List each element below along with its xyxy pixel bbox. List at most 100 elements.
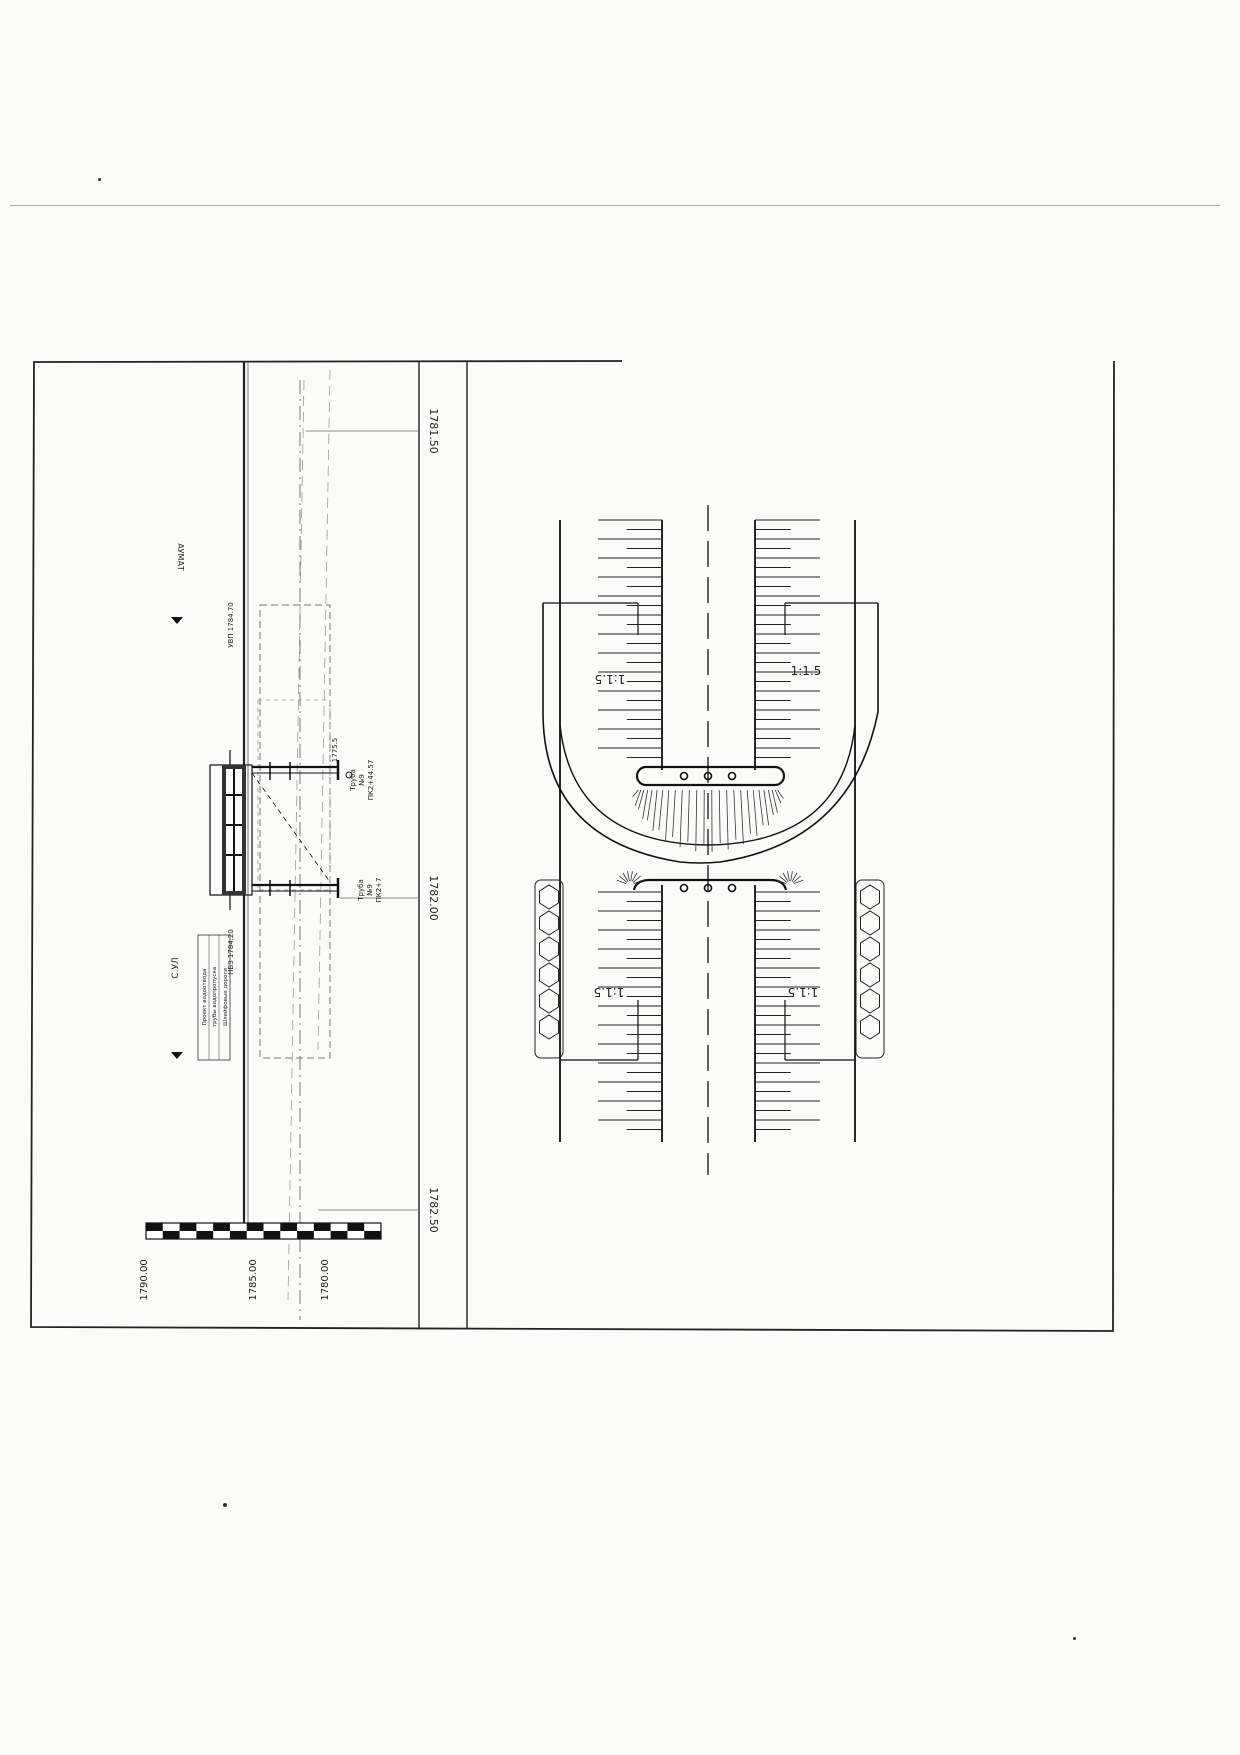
fan-line [687, 789, 690, 842]
riprap-hexagon [539, 936, 559, 962]
svg-text:Труба: Труба [357, 879, 365, 901]
fan-line [790, 871, 793, 882]
scan-speck [1073, 1637, 1076, 1640]
svg-text:трубы водопропуска: трубы водопропуска [212, 967, 218, 1027]
fan-line [733, 789, 737, 840]
scale-bar-cell [229, 1231, 247, 1239]
scan-divider-line [10, 205, 1220, 206]
fan-line [771, 789, 778, 813]
fan-line [792, 875, 801, 883]
riprap-hexagon [539, 962, 559, 988]
riprap-hexagon [860, 1014, 880, 1040]
fan-line [632, 789, 639, 797]
fan-line [633, 879, 644, 885]
fan-line [752, 789, 758, 836]
svg-text:ПК2+7: ПК2+7 [375, 877, 383, 902]
fan-line [763, 789, 770, 826]
scale-bar-cell [246, 1223, 264, 1231]
scale-bar-cell [213, 1223, 230, 1231]
culvert-structure [209, 750, 353, 910]
scale-label-1: 1790.00 [139, 1259, 150, 1300]
arrow-up-icon [171, 1052, 183, 1059]
scale-bar-cell [162, 1231, 180, 1239]
fan-line [622, 872, 629, 882]
scale-label-3: 1780.00 [320, 1259, 331, 1300]
slope-label-upper-right: 1:1.5 [791, 664, 822, 678]
scan-speck [98, 178, 101, 181]
fan-line [740, 789, 744, 845]
bank-mark-upper: УВП 1784.70 [227, 602, 235, 648]
arrow-up-icon [171, 617, 183, 624]
fan-line [630, 871, 633, 882]
scale-bar-cell [280, 1223, 298, 1231]
direction-left-label: С.УЛ [171, 957, 181, 978]
fan-line [779, 875, 788, 883]
riprap-hexagon [860, 962, 880, 988]
slope-label-lower-left: 1:1.5 [594, 985, 625, 999]
fan-line [627, 871, 630, 882]
checker-scale-bar [145, 1222, 382, 1240]
fan-line [658, 789, 664, 830]
fan-line [679, 789, 683, 848]
headwall-lower [632, 878, 788, 891]
scale-bar-cell [196, 1231, 214, 1239]
u-ditch-outer [542, 603, 879, 864]
fan-line [726, 789, 729, 850]
riprap-hexagon [860, 910, 880, 936]
fan-line [672, 789, 676, 838]
riprap-hexagon [539, 910, 559, 936]
fan-line [619, 875, 628, 883]
fan-line [777, 789, 784, 799]
fan-line [665, 789, 670, 841]
fan-line [787, 871, 790, 882]
plan-panel: 1:1.5 1:1.5 1:1.5 1:1.5 [534, 505, 885, 1175]
fan-line [746, 789, 751, 834]
fan-line [646, 789, 653, 821]
profile-panel: 1781.50 1782.00 1782.50 1790.00 1785.00 … [139, 362, 440, 1320]
drawing-frame [30, 360, 1115, 1332]
svg-text:Шлейфовые дороги: Шлейфовые дороги [222, 968, 229, 1026]
riprap-hexagon [860, 988, 880, 1014]
svg-text:№9: №9 [366, 884, 374, 896]
fan-line [767, 789, 774, 815]
fan-line [642, 789, 649, 820]
riprap-hexagon [539, 1014, 559, 1040]
fan-line [791, 872, 798, 882]
pipe-right-label: Труба №9 ПК2+7 [357, 877, 383, 902]
chainage-label-3: 1782.50 [427, 1187, 440, 1233]
level-mark: 1775.5 [331, 738, 339, 763]
scale-bar-cell [263, 1231, 281, 1239]
scan-speck [223, 1503, 227, 1507]
fan-line [774, 789, 782, 804]
fan-line [632, 875, 641, 883]
scale-bar-cell [297, 1231, 314, 1239]
bank-mark-lower: НБЗ 1784.20 [227, 929, 235, 975]
headwall-upper [635, 765, 786, 787]
chainage-label-1: 1781.50 [427, 408, 440, 454]
fan-line [634, 789, 642, 806]
riprap-strip [534, 879, 564, 1059]
fan-line [793, 879, 804, 885]
pipe-left-label: Труба №9 ПК2+44.57 [349, 760, 375, 801]
svg-text:Труба: Труба [349, 769, 357, 791]
fan-line [718, 789, 721, 844]
svg-text:ПК2+44.57: ПК2+44.57 [367, 760, 375, 801]
scale-label-2: 1785.00 [248, 1259, 259, 1300]
fan-line [695, 789, 698, 852]
scale-bar-cell [330, 1231, 348, 1239]
scale-bar-cell [347, 1223, 365, 1231]
chainage-label-2: 1782.00 [427, 875, 440, 921]
scale-bar-cell [146, 1223, 163, 1231]
scale-bar-cell [179, 1223, 197, 1231]
direction-right-label: АУМАТ [176, 543, 185, 571]
fan-line [638, 789, 645, 810]
scale-bar-cell [313, 1223, 331, 1231]
svg-text:Проект водоотвода: Проект водоотвода [202, 969, 208, 1026]
riprap-hexagon [860, 884, 880, 910]
fan-line [652, 789, 658, 831]
fan-line [782, 872, 789, 882]
scale-bar-cell [364, 1231, 381, 1239]
fan-line [631, 872, 638, 882]
riprap-hexagon [860, 936, 880, 962]
